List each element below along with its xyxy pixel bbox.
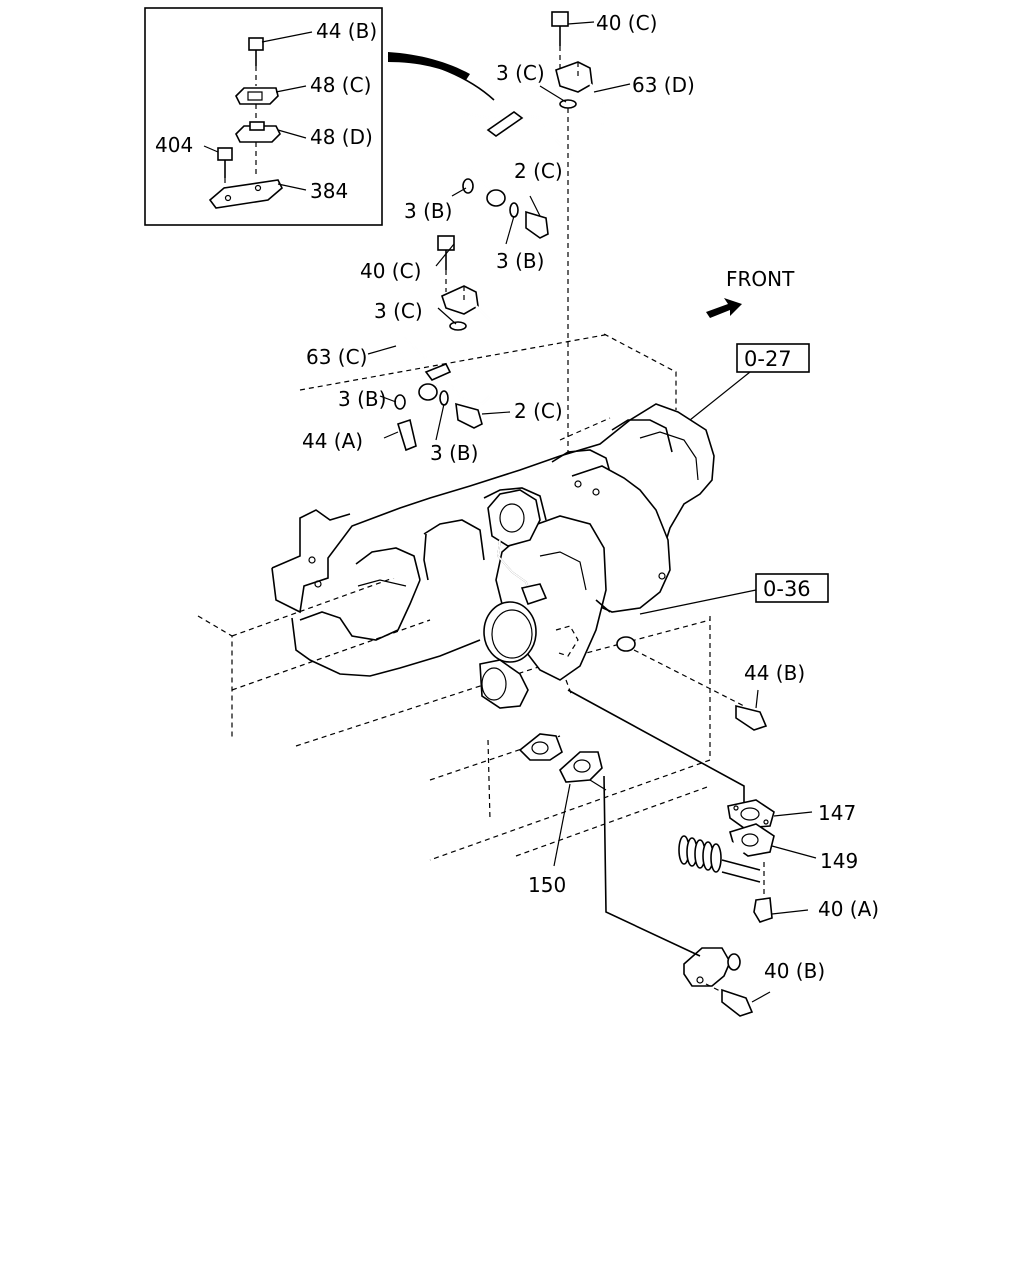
upper-pipe-assembly: 40 (C) 3 (C) 63 (D) 2 (C) 3 (B) 3 (B) [404,11,695,560]
inset-arrow-tail [388,52,470,80]
upper-label-3b-a: 3 (B) [404,199,452,223]
inset-frame [144,7,383,226]
front-arrow-icon [706,298,742,318]
inset-bracket-384 [208,179,283,209]
ref-label-0-27: 0-27 [744,347,792,371]
inset-label-404: 404 [155,133,193,157]
turbo-label-147: 147 [818,801,856,825]
upper-label-3c: 3 (C) [496,61,545,85]
upper-label-2c: 2 (C) [514,159,563,183]
turbocharger [479,465,671,709]
ref-0-36-leader [639,589,757,615]
engine-block-outline [197,333,711,861]
inset-bolt-44b [248,37,264,86]
inset-bolt-404 [217,147,233,196]
lower-label-2c: 2 (C) [514,399,563,423]
ref-box-0-27[interactable]: 0-27 [736,343,810,373]
lower-pipe-assembly: 40 (C) 3 (C) 63 (C) 3 (B) 2 (C) 44 (A) 3… [302,235,563,465]
ref-label-0-36: 0-36 [763,577,811,601]
upper-label-40c: 40 (C) [596,11,657,35]
turbo-label-40a: 40 (A) [818,897,879,921]
lower-label-3b-a: 3 (B) [338,387,386,411]
lower-label-3b-b: 3 (B) [430,441,478,465]
lower-label-3c: 3 (C) [374,299,423,323]
front-direction-indicator: FRONT [706,267,795,318]
front-label: FRONT [726,267,795,291]
ref-box-0-36[interactable]: 0-36 [755,573,829,603]
detail-inset: 44 (B) 48 (C) 48 (D) 404 384 [144,7,383,226]
inset-label-48c: 48 (C) [310,73,371,97]
bellows-section [678,835,722,873]
inset-label-44b: 44 (B) [316,19,377,43]
inset-label-48d: 48 (D) [310,125,373,149]
turbo-label-44b: 44 (B) [744,661,805,685]
inset-label-384: 384 [310,179,348,203]
turbo-label-40b: 40 (B) [764,959,825,983]
upper-label-63d: 63 (D) [632,73,695,97]
turbo-label-150: 150 [528,873,566,897]
ref-0-27-leader [689,371,751,421]
upper-label-3b-b: 3 (B) [496,249,544,273]
lower-label-63c: 63 (C) [306,345,367,369]
inset-clamp-48d [235,121,281,176]
lower-label-40c: 40 (C) [360,259,421,283]
turbo-lower-parts: 44 (B) 147 149 [518,649,879,1017]
inset-clamp-48c [235,87,279,122]
lower-label-44a: 44 (A) [302,429,363,453]
turbo-label-149: 149 [820,849,858,873]
